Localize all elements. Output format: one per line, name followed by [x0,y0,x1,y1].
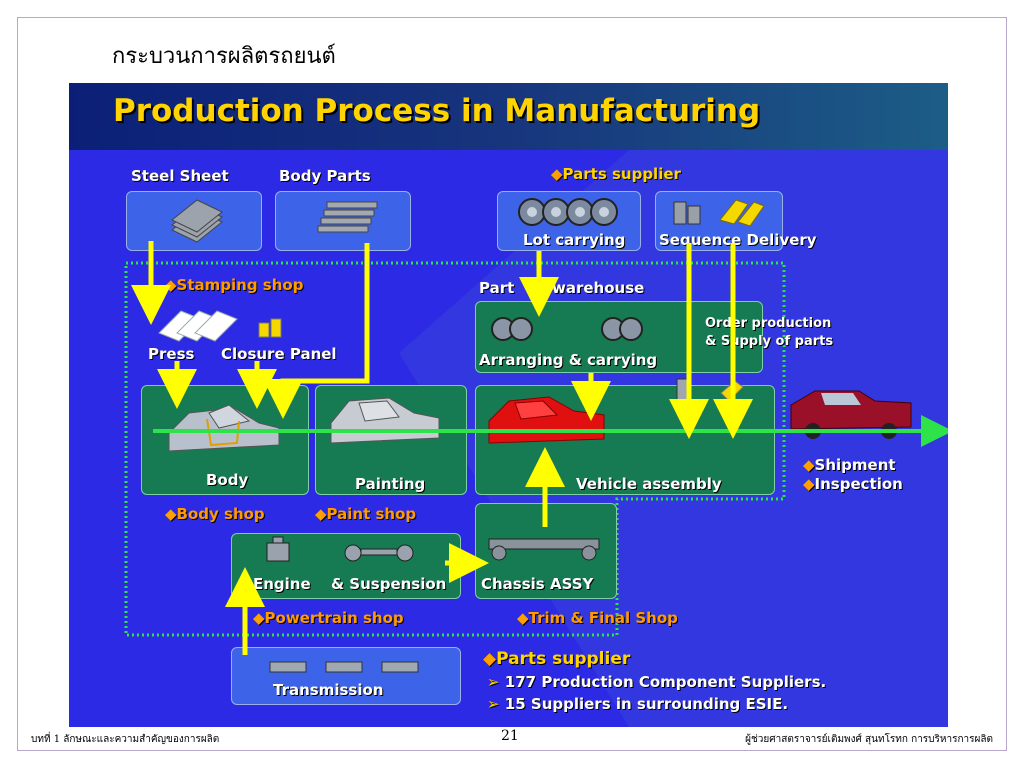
slide-footer: บทที่ 1 ลักษณะและความสำคัญของการผลิต 21 … [17,728,1007,751]
part-warehouse-label-a: Part [479,279,515,297]
order-production-label-2: & Supply of parts [705,334,834,349]
lot-carrying-box [497,191,641,251]
paint-shop-label: ◆Paint shop [315,505,417,523]
transmission-label: Transmission [273,681,384,699]
diamond-icon: ◆ [551,165,563,183]
diamond-icon: ◆ [253,609,265,627]
steel-sheet-icon [171,199,223,243]
painting-label: Painting [355,475,426,493]
body-parts-label: Body Parts [279,167,371,185]
parts-supplier-bottom-label: ◆Parts supplier [483,649,631,669]
arrow-bullet-icon: ➢ [487,695,505,713]
supplier-note-1: ➢ 177 Production Component Suppliers. [487,673,827,691]
footer-page-number: 21 [501,728,519,744]
arranging-carrying-label: Arranging & carrying [479,351,658,369]
order-production-label-1: Order production [705,316,832,331]
powertrain-shop-label: ◆Powertrain shop [253,609,404,627]
steel-sheet-label: Steel Sheet [131,167,229,185]
tires-icon [518,198,618,226]
transmission-box [231,647,461,705]
diamond-icon: ◆ [517,609,529,627]
sequence-delivery-label: Sequence Delivery [659,231,817,249]
transmission-icon [269,661,419,673]
press-label: Press [148,345,195,363]
footer-author: ผู้ช่วยศาสตราจารย์เติมพงศ์ สุนทโรทก การบ… [745,734,993,745]
body-parts-icon [317,201,378,233]
diamond-icon: ◆ [315,505,327,523]
seats-icon [673,199,765,227]
engine-label: Engine [253,575,311,593]
supplier-note-2: ➢ 15 Suppliers in surrounding ESIE. [487,695,789,713]
title-banner: Production Process in Manufacturing [69,83,948,150]
steel-sheet-box [126,191,262,251]
shipment-label: ◆Shipment [803,456,896,474]
diamond-icon: ◆ [803,456,815,474]
diagram-title: Production Process in Manufacturing [113,93,761,129]
diamond-icon: ◆ [165,276,177,294]
closure-panel-label: Closure Panel [221,345,337,363]
body-parts-box [275,191,411,251]
sequence-delivery-box [655,191,783,251]
inspection-label: ◆Inspection [803,475,903,493]
lot-carrying-label: Lot carrying [523,231,626,249]
arrow-bullet-icon: ➢ [487,673,505,691]
footer-chapter: บทที่ 1 ลักษณะและความสำคัญของการผลิต [31,734,220,745]
stamping-shop-label: ◆Stamping shop [165,276,304,294]
diamond-icon: ◆ [165,505,177,523]
body-parts-feed-arrow [263,243,370,419]
slide-frame [17,17,1007,751]
chassis-assy-label: Chassis ASSY [481,575,594,593]
vehicle-assembly-label: Vehicle assembly [576,475,722,493]
body-label: Body [206,471,249,489]
pickup-truck-icon [790,390,912,439]
diamond-icon: ◆ [483,649,497,669]
body-shop-label: ◆Body shop [165,505,265,523]
diamond-icon: ◆ [803,475,815,493]
part-warehouse-label-b: warehouse [552,279,645,297]
parts-supplier-top-label: ◆Parts supplier [551,165,681,183]
suspension-label: & Suspension [331,575,447,593]
slide-title-thai: กระบวนการผลิตรถยนต์ [112,44,336,69]
trim-final-shop-label: ◆Trim & Final Shop [517,609,678,627]
production-process-diagram: Production Process in Manufacturing Stee… [69,83,948,727]
